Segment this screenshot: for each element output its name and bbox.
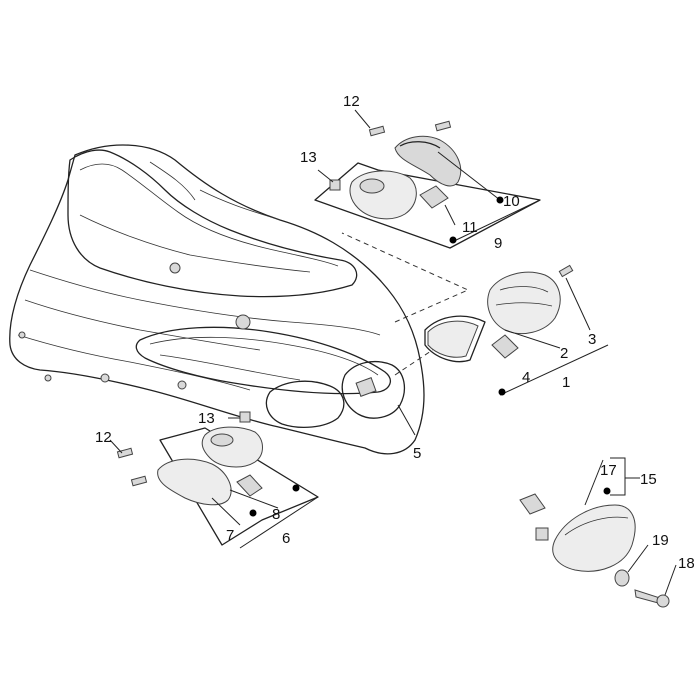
label-7: 7: [226, 527, 234, 544]
dashed-connector-lower: [394, 344, 441, 376]
indicator-lens-10: [394, 135, 462, 187]
clip-13-upper: [329, 179, 341, 191]
part-labels: 12 13 10 11 9 2 3 4 1 5 13 12 8 7 6 17 1…: [95, 93, 695, 572]
bulb-17: [519, 493, 546, 515]
label-9: 9: [494, 235, 502, 252]
washer-19: [614, 569, 630, 587]
front-indicator-group-1: [424, 264, 574, 363]
label-12-lower: 12: [95, 429, 112, 446]
label-4: 4: [522, 369, 530, 386]
label-19: 19: [652, 532, 669, 549]
bulb-holder: [535, 527, 549, 541]
label-12-upper: 12: [343, 93, 360, 110]
label-11: 11: [462, 219, 478, 236]
front-shield-body: [9, 144, 425, 455]
label-1: 1: [562, 374, 570, 391]
leader-lines: [109, 109, 677, 596]
label-6: 6: [282, 530, 290, 547]
screw-12-lower-upper: [116, 447, 134, 459]
light-lens-15: [552, 504, 636, 572]
bulb-8: [236, 474, 263, 497]
screw-12-upper-left: [368, 125, 386, 137]
label-5: 5: [413, 445, 421, 462]
label-2: 2: [560, 345, 568, 362]
label-15: 15: [640, 471, 657, 488]
label-10: 10: [503, 193, 520, 210]
label-8: 8: [272, 506, 280, 523]
lens-holder-upper: [349, 170, 417, 220]
indicator-lens-7: [157, 458, 232, 506]
dashed-connector-upper: [341, 232, 470, 323]
lens-holder-right: [427, 320, 479, 358]
label-3: 3: [588, 331, 596, 348]
bulb-4: [491, 334, 519, 359]
clip-13-lower: [239, 411, 251, 423]
label-18: 18: [678, 555, 695, 572]
callout-dots: [249, 196, 611, 517]
rear-indicator-group-9: [314, 120, 541, 249]
bulb-11-upper: [419, 185, 449, 209]
light-group-15: [519, 493, 670, 608]
screw-12-lower-lower: [130, 475, 148, 487]
lens-holder-lower: [201, 426, 263, 468]
label-13-lower: 13: [198, 410, 215, 427]
screw-12-upper-right: [434, 120, 452, 132]
screw-3: [558, 264, 574, 278]
front-indicator-group-6: [116, 411, 319, 546]
label-17: 17: [600, 462, 617, 479]
label-13-upper: 13: [300, 149, 317, 166]
